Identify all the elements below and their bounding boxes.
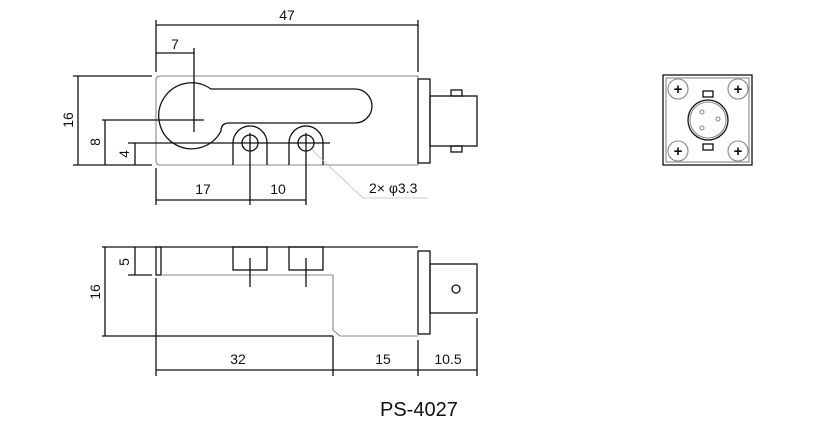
svg-text:+: + (674, 143, 683, 160)
side-flange (417, 250, 431, 335)
dim-hole-spacing: 10 (270, 181, 286, 197)
svg-text:+: + (674, 81, 683, 98)
side-dim-flange-height: 5 (116, 258, 132, 266)
connector-tab-top (450, 89, 463, 97)
dimension-lines (73, 20, 428, 205)
side-end-plate (155, 246, 162, 276)
top-view: 47 7 16 8 4 17 10 2× φ3.3 (60, 7, 478, 205)
side-dim-height: 16 (87, 284, 103, 300)
side-connector (429, 263, 478, 314)
svg-text:+: + (734, 81, 743, 98)
end-view: + + + + (662, 74, 753, 166)
end-inner-square (665, 77, 750, 163)
side-dim-connector-length: 10.5 (434, 351, 461, 367)
connector-ring (687, 99, 729, 141)
part-number: PS-4027 (380, 399, 458, 421)
side-dimension-lines (104, 247, 478, 376)
svg-text:+: + (734, 143, 743, 160)
hole-callout: 2× φ3.3 (369, 180, 418, 196)
side-step-outline (161, 274, 418, 337)
dim-height: 16 (60, 112, 76, 128)
flange (417, 78, 431, 164)
side-view: 16 5 32 15 10.5 (87, 246, 478, 376)
side-dim-length-b: 15 (375, 351, 391, 367)
keyhole-slot (158, 82, 373, 150)
mounting-boss-2 (288, 125, 324, 165)
connector-tab-bottom (450, 145, 463, 153)
connector (429, 95, 478, 147)
mounting-boss-1 (232, 125, 268, 165)
dim-slot-offset: 7 (171, 36, 179, 52)
side-dim-length-a: 32 (230, 351, 246, 367)
end-outer-square (662, 74, 753, 166)
screw-icons: + + + + (667, 78, 749, 162)
dim-overall-length: 47 (279, 7, 295, 23)
dim-hole-center-height: 4 (116, 150, 132, 158)
dim-slot-center-height: 8 (87, 138, 103, 146)
dim-first-hole: 17 (195, 181, 211, 197)
body-outline (155, 75, 419, 166)
